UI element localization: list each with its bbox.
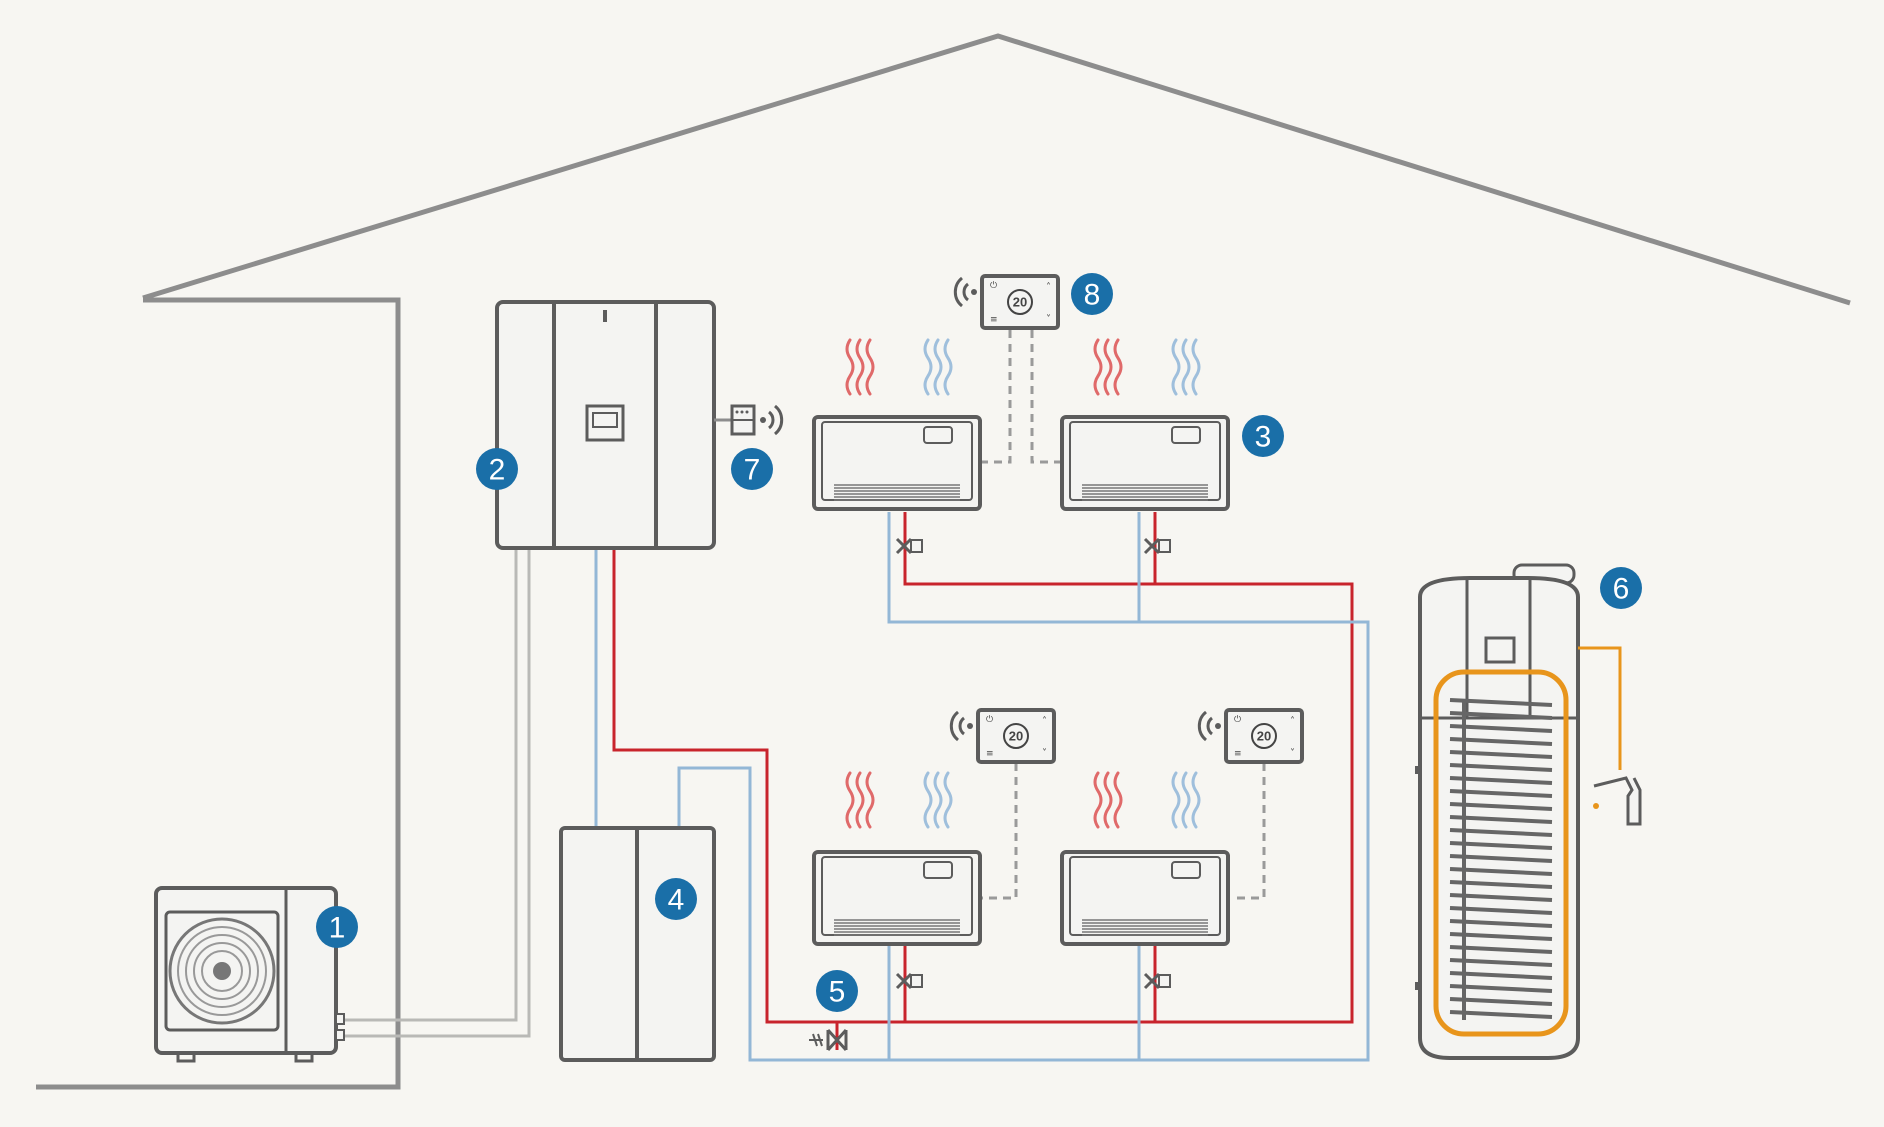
heat-waves-icon (845, 338, 875, 396)
valve-icon (895, 537, 923, 555)
outdoor-unit (154, 886, 345, 1063)
svg-text:≡: ≡ (986, 749, 994, 759)
valve-icon (809, 1028, 848, 1052)
svg-text:⏻: ⏻ (986, 714, 993, 725)
refrigerant-lines (340, 548, 531, 1038)
tap-icon (1593, 776, 1642, 826)
thermostat-bottom-left-body (976, 708, 1056, 764)
thermostat-bottom-right: 20 ⏻ ≡ ˄ ˅ (1197, 708, 1304, 764)
fan-icon (168, 917, 276, 1025)
cool-waves-icon (923, 338, 953, 396)
fan-coil-display (923, 861, 953, 879)
badge-1: 1 (316, 906, 358, 948)
hot-water-outlet-pipe (1578, 646, 1622, 770)
fan-coil-bottom-right (1060, 850, 1230, 990)
svg-text:≡: ≡ (1234, 749, 1242, 759)
thermostat-bottom-left: 20 ⏻ ≡ ˄ ˅ (949, 708, 1056, 764)
control-wires (982, 330, 1266, 900)
control-wire-bottom-left (982, 763, 1018, 900)
water-heater-display (1484, 636, 1516, 664)
svg-text:˅: ˅ (1042, 747, 1047, 759)
indoor-unit-body (495, 300, 716, 550)
badge-7: 7 (731, 448, 773, 490)
fan-coil-display (1171, 861, 1201, 879)
cool-waves-icon (1171, 338, 1201, 396)
house-wall (36, 297, 401, 1090)
wireless-signal-icon (953, 276, 977, 308)
control-wire-bottom-right (1232, 763, 1266, 900)
badge-4-label: 4 (668, 884, 685, 917)
return-main (677, 512, 1370, 1062)
svg-text:˄: ˄ (1290, 715, 1295, 727)
indoor-unit (495, 300, 716, 550)
heat-waves-icon (1093, 771, 1123, 829)
fan-coil-bottom-left (812, 850, 982, 990)
thermostat-bottom-right-display: 20 (1257, 729, 1271, 744)
badge-5-label: 5 (829, 976, 846, 1009)
badge-6: 6 (1600, 567, 1642, 609)
cool-waves-icon (1171, 771, 1201, 829)
control-wire-top-right (1030, 330, 1062, 464)
badge-3: 3 (1242, 415, 1284, 457)
return-pipes (594, 512, 1370, 1062)
svg-text:≡: ≡ (990, 315, 998, 325)
fan-coil-body (1060, 850, 1230, 946)
fan-coil-units (812, 415, 1230, 990)
wireless-signal-icon (949, 710, 973, 742)
heat-waves-icon (845, 771, 875, 829)
badge-7-label: 7 (744, 454, 761, 487)
thermostat-bottom-left-display: 20 (1009, 729, 1023, 744)
supply-main (612, 512, 1354, 1024)
refrigerant-line-2 (340, 548, 531, 1038)
thermostat-top: 20 ⏻ ≡ ˄ ˅ (953, 274, 1060, 330)
badge-6-label: 6 (1613, 573, 1630, 606)
valve-icon (1143, 537, 1171, 555)
badge-8: 8 (1071, 273, 1113, 315)
svg-text:⏻: ⏻ (990, 280, 997, 291)
thermostat-top-display: 20 (1013, 295, 1027, 310)
wireless-signal-icon (760, 404, 784, 436)
heating-coil (1449, 698, 1553, 1020)
svg-text:˅: ˅ (1290, 747, 1295, 759)
indoor-unit-display (585, 404, 625, 442)
badge-2: 2 (476, 448, 518, 490)
fan-coil-body (812, 415, 982, 511)
fan-coil-body (812, 850, 982, 946)
badge-2-label: 2 (489, 454, 506, 487)
svg-text:˄: ˄ (1046, 281, 1051, 293)
badge-4: 4 (655, 878, 697, 920)
heat-waves-icon (1093, 338, 1123, 396)
house-outline (36, 33, 1851, 1090)
house-roof (142, 33, 1851, 306)
control-wire-top-left (982, 330, 1012, 464)
badge-3-label: 3 (1255, 421, 1272, 454)
fan-coil-display (1171, 426, 1201, 444)
svg-text:˅: ˅ (1046, 313, 1051, 325)
climate-waves (845, 338, 1201, 829)
fan-coil-top-left (812, 415, 982, 555)
fan-coil-display (923, 426, 953, 444)
water-heater (1415, 563, 1642, 1060)
svg-text:⏻: ⏻ (1234, 714, 1241, 725)
buffer-tank (559, 826, 716, 1062)
thermostat-top-body (980, 274, 1060, 330)
badge-8-label: 8 (1084, 279, 1101, 312)
fan-coil-top-right (1060, 415, 1230, 555)
supply-pipes (612, 512, 1354, 1050)
water-heater-inner-tank (1433, 669, 1569, 1037)
refrigerant-line-1 (340, 548, 518, 1022)
cool-waves-icon (923, 771, 953, 829)
svg-text:˄: ˄ (1042, 715, 1047, 727)
badge-1-label: 1 (329, 912, 346, 945)
fan-coil-body (1060, 415, 1230, 511)
thermostat-bottom-right-body (1224, 708, 1304, 764)
valve-icon (895, 972, 923, 990)
room-sensor (714, 404, 784, 436)
wireless-signal-icon (1197, 710, 1221, 742)
outdoor-unit-body (154, 886, 338, 1055)
valve-icon (1143, 972, 1171, 990)
badge-5: 5 (816, 970, 858, 1012)
